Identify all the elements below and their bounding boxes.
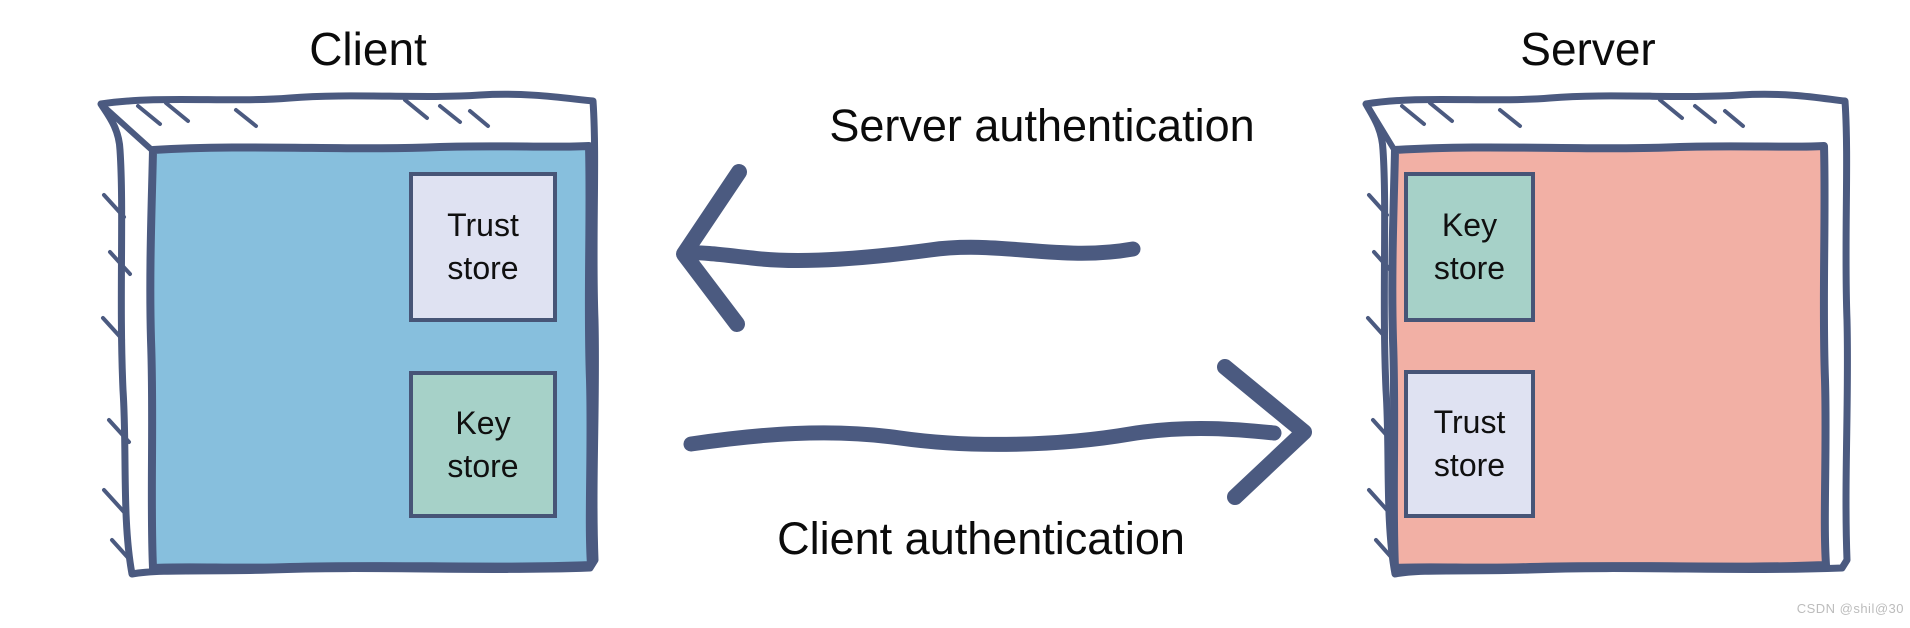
server-auth-arrow-shaft xyxy=(680,239,1141,268)
client-trust-store: Trust store xyxy=(409,172,557,322)
watermark: CSDN @shil@30 xyxy=(1796,601,1904,616)
server-auth-arrow xyxy=(676,164,1141,332)
server-title: Server xyxy=(1520,23,1656,75)
client-auth-label: Client authentication xyxy=(777,513,1185,564)
client-auth-arrow xyxy=(683,359,1312,505)
server-auth-arrowhead xyxy=(676,164,747,332)
server-corner-edge xyxy=(1364,102,1398,154)
server-key-store: Key store xyxy=(1404,172,1535,322)
server-left-hatches xyxy=(1366,193,1394,560)
client-left-hatches xyxy=(101,193,132,562)
server-trust-store: Trust store xyxy=(1404,370,1535,518)
client-key-store: Key store xyxy=(409,371,557,518)
server-auth-label: Server authentication xyxy=(829,100,1255,151)
client-corner-edge xyxy=(99,102,156,154)
client-title: Client xyxy=(309,23,427,75)
server-top-hatches xyxy=(1400,98,1745,128)
client-auth-arrow-shaft xyxy=(683,420,1282,452)
client-top-hatches xyxy=(136,98,490,128)
client-auth-arrowhead xyxy=(1217,359,1312,505)
